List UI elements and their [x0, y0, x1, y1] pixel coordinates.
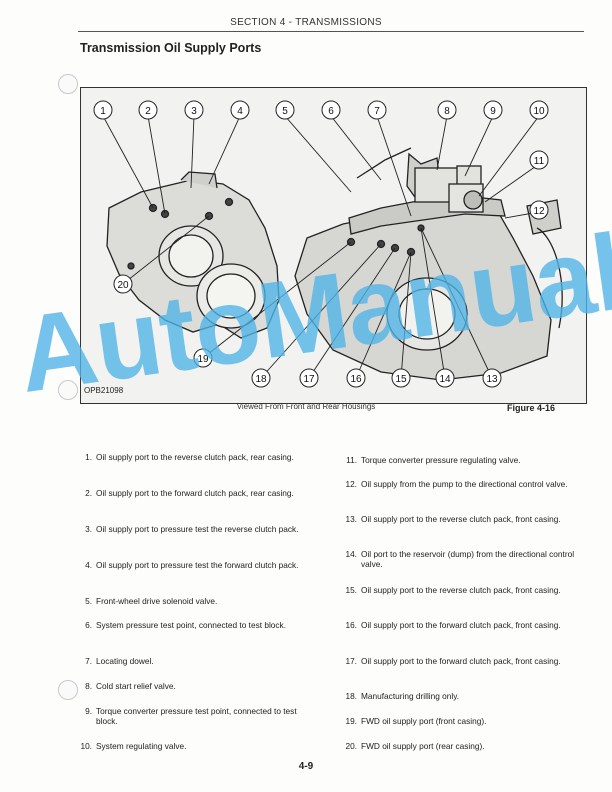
- svg-text:6: 6: [328, 106, 334, 117]
- legend-item: 5.Front-wheel drive solenoid valve.: [85, 596, 218, 606]
- callout-16: 16: [346, 368, 366, 388]
- header-rule: [78, 31, 584, 32]
- legend-item: 20.FWD oil supply port (rear casing).: [345, 741, 485, 751]
- svg-text:3: 3: [191, 106, 197, 117]
- page-number: 4-9: [298, 761, 314, 772]
- callout-3: 3: [184, 100, 204, 120]
- svg-text:16: 16: [350, 374, 362, 385]
- callout-20: 20: [113, 274, 133, 294]
- svg-text:4: 4: [237, 106, 243, 117]
- legend-item: 2.Oil supply port to the forward clutch …: [85, 488, 294, 498]
- svg-text:5: 5: [282, 106, 288, 117]
- callout-9: 9: [483, 100, 503, 120]
- svg-text:17: 17: [303, 374, 315, 385]
- svg-text:18: 18: [255, 374, 267, 385]
- legend-item: 13.Oil supply port to the reverse clutch…: [345, 514, 561, 524]
- page-title: Transmission Oil Supply Ports: [80, 41, 262, 55]
- svg-text:14: 14: [439, 374, 451, 385]
- legend-item: 7.Locating dowel.: [85, 656, 154, 666]
- callout-19: 19: [193, 348, 213, 368]
- callout-11: 11: [529, 150, 549, 170]
- svg-text:19: 19: [197, 354, 209, 365]
- section-header: SECTION 4 - TRANSMISSIONS: [230, 17, 382, 28]
- svg-text:15: 15: [395, 374, 407, 385]
- callout-15: 15: [391, 368, 411, 388]
- legend-right-column: 11.Torque converter pressure regulating …: [345, 452, 585, 762]
- callout-10: 10: [529, 100, 549, 120]
- figure-caption: Viewed From Front and Rear Housings: [236, 402, 376, 411]
- svg-text:2: 2: [145, 106, 151, 117]
- callout-18: 18: [251, 368, 271, 388]
- callout-14: 14: [435, 368, 455, 388]
- legend-item: 12.Oil supply from the pump to the direc…: [345, 479, 568, 489]
- callout-12: 12: [529, 200, 549, 220]
- svg-text:20: 20: [117, 280, 129, 291]
- punch-hole: [58, 380, 78, 400]
- transmission-illustration: 1 2 3 4 5 6 7 8 9 10 11 12 13 14 15 16 1…: [93, 100, 563, 388]
- callout-7: 7: [367, 100, 387, 120]
- legend-item: 10.System regulating valve.: [80, 741, 187, 751]
- legend-item: 17.Oil supply port to the forward clutch…: [345, 656, 561, 666]
- svg-text:7: 7: [374, 106, 380, 117]
- callout-8: 8: [437, 100, 457, 120]
- svg-text:12: 12: [533, 206, 545, 217]
- legend-item: 16.Oil supply port to the forward clutch…: [345, 620, 561, 630]
- legend-item: 1.Oil supply port to the reverse clutch …: [85, 452, 294, 462]
- svg-text:9: 9: [490, 106, 496, 117]
- callout-2: 2: [138, 100, 158, 120]
- legend-item: 4.Oil supply port to pressure test the f…: [85, 560, 299, 570]
- svg-text:10: 10: [533, 106, 545, 117]
- punch-hole: [58, 680, 78, 700]
- callout-4: 4: [230, 100, 250, 120]
- legend-item: 6.System pressure test point, connected …: [85, 620, 287, 630]
- svg-text:1: 1: [100, 106, 106, 117]
- legend-item: 14.Oil port to the reservoir (dump) from…: [345, 549, 575, 569]
- callout-1: 1: [93, 100, 113, 120]
- callout-17: 17: [299, 368, 319, 388]
- callout-5: 5: [275, 100, 295, 120]
- callout-6: 6: [321, 100, 341, 120]
- legend-item: 15.Oil supply port to the reverse clutch…: [345, 585, 561, 595]
- legend-item: 11.Torque converter pressure regulating …: [346, 455, 521, 465]
- legend-item: 9.Torque converter pressure test point, …: [85, 706, 297, 726]
- figure-box: 1 2 3 4 5 6 7 8 9 10 11 12 13 14 15 16 1…: [80, 87, 587, 404]
- legend-left-column: 1.Oil supply port to the reverse clutch …: [80, 452, 318, 762]
- svg-text:13: 13: [486, 374, 498, 385]
- svg-text:11: 11: [534, 156, 545, 167]
- figure-number: Figure 4-16: [507, 403, 556, 413]
- svg-text:8: 8: [444, 106, 450, 117]
- legend-item: 18.Manufacturing drilling only.: [345, 691, 460, 701]
- legend-item: 8.Cold start relief valve.: [85, 681, 176, 691]
- callout-13: 13: [482, 368, 502, 388]
- punch-hole: [58, 74, 78, 94]
- figure-code: OPB21098: [84, 386, 124, 395]
- legend-item: 19.FWD oil supply port (front casing).: [345, 716, 487, 726]
- legend-item: 3.Oil supply port to pressure test the r…: [85, 524, 299, 534]
